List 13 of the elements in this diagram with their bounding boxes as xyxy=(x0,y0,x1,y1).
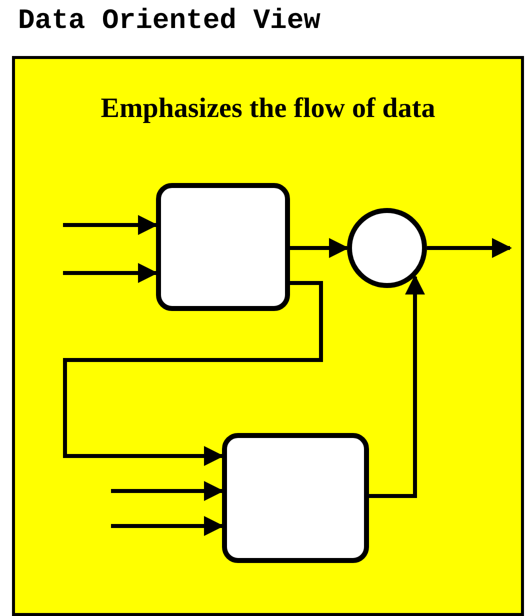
arrow xyxy=(427,238,512,258)
arrow xyxy=(63,281,323,466)
arrow xyxy=(111,516,224,536)
arrow xyxy=(63,215,158,235)
arrow xyxy=(369,274,425,498)
panel xyxy=(12,56,524,616)
arrow xyxy=(290,238,349,258)
arrow xyxy=(63,263,158,283)
diagram-title: Data Oriented View xyxy=(18,6,320,37)
process-box xyxy=(222,433,369,563)
arrow xyxy=(111,481,224,501)
process-box xyxy=(156,183,290,311)
panel-heading: Emphasizes the flow of data xyxy=(100,93,436,125)
